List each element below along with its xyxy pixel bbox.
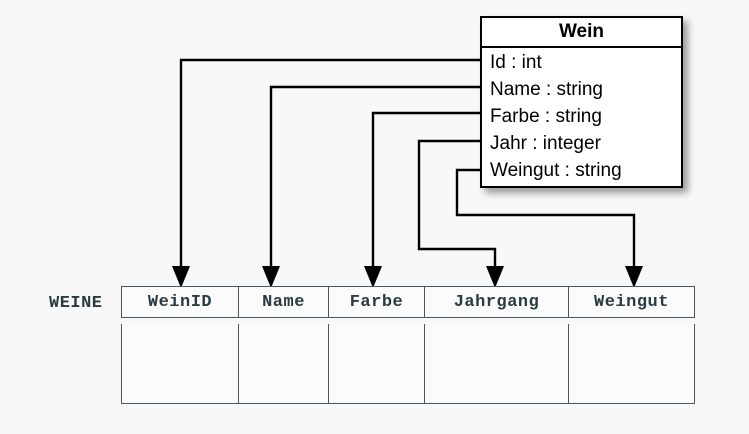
table-row [121, 324, 695, 404]
table-cell-jahrgang[interactable] [425, 324, 569, 403]
attribute-row-name: Name : string [490, 79, 603, 100]
arrow-head-icon [172, 266, 190, 288]
table-cell-weingut[interactable] [569, 324, 694, 403]
attribute-row-id: Id : int [490, 52, 542, 73]
table-name-label: WEINE [49, 294, 103, 313]
column-header-name[interactable]: Name [239, 287, 329, 317]
table-cell-weinid[interactable] [122, 324, 239, 403]
connector-id-to-weinid [172, 58, 480, 288]
table-cell-farbe[interactable] [329, 324, 425, 403]
attribute-row-jahr: Jahr : integer [490, 133, 601, 154]
column-header-farbe[interactable]: Farbe [329, 287, 425, 317]
class-name: Wein [482, 18, 681, 48]
attribute-list: Id : int Name : string Farbe : string Ja… [482, 48, 681, 186]
column-header-weinid[interactable]: WeinID [122, 287, 239, 317]
arrow-head-icon [486, 266, 504, 288]
arrow-head-icon [262, 266, 280, 288]
table-header-row: WeinID Name Farbe Jahrgang Weingut [121, 286, 695, 318]
connector-name-to-name [262, 85, 480, 288]
attribute-row-farbe: Farbe : string [490, 106, 602, 127]
relational-table: WeinID Name Farbe Jahrgang Weingut [121, 286, 695, 404]
column-header-weingut[interactable]: Weingut [594, 292, 669, 312]
column-header-jahrgang[interactable]: Jahrgang [425, 287, 569, 317]
connector-jahr-to-jahrgang [417, 139, 504, 288]
connector-farbe-to-farbe [364, 111, 480, 288]
arrow-head-icon [625, 266, 643, 288]
attribute-row-weingut: Weingut : string [490, 160, 622, 181]
table-cell-name[interactable] [239, 324, 329, 403]
uml-class-box[interactable]: Wein Id : int Name : string Farbe : stri… [480, 16, 683, 188]
arrow-head-icon [364, 266, 382, 288]
connector-weingut-to-weingut [455, 168, 643, 288]
